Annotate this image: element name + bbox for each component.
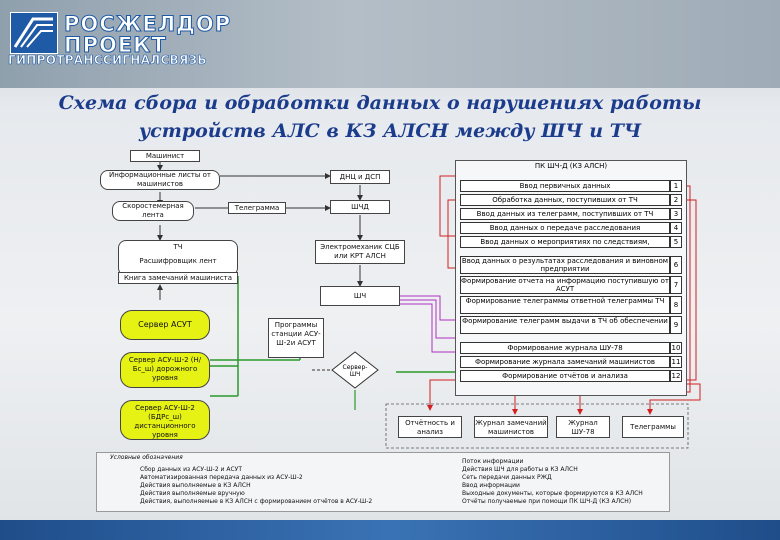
pk-row-number: 9 bbox=[670, 316, 682, 334]
pk-row-number: 6 bbox=[670, 256, 682, 274]
machinist-box: Машинист bbox=[130, 150, 200, 162]
telegrams-out-box: Телеграммы bbox=[622, 416, 684, 438]
dnc-box: ДНЦ и ДСП bbox=[330, 170, 390, 184]
pk-row-number: 5 bbox=[670, 236, 682, 248]
telegram-box: Телеграмма bbox=[228, 202, 286, 214]
pk-row-number: 8 bbox=[670, 296, 682, 314]
pk-row: Ввод данных из телеграмм, поступивших от… bbox=[460, 208, 670, 220]
legend-item: Ввод информации bbox=[462, 482, 520, 489]
legend-item: Поток информации bbox=[462, 458, 523, 465]
server-shch-label: Сервер-ШЧ bbox=[338, 364, 372, 378]
tch-label: ТЧ bbox=[119, 243, 237, 252]
legend-item: Действия ШЧ для работы в КЗ АЛСН bbox=[462, 466, 578, 473]
legend-item: Действия, выполняемые в КЗ АЛСН с формир… bbox=[140, 498, 372, 505]
pk-row-number: 12 bbox=[670, 370, 682, 382]
pk-row: Ввод первичных данных bbox=[460, 180, 670, 192]
footer-band bbox=[0, 520, 780, 540]
legend-item: Действия выполняемые в КЗ АЛСН bbox=[140, 482, 251, 489]
tch-box: ТЧ Расшифровщик лент bbox=[118, 240, 238, 276]
server-asush2-dist: Сервер АСУ-Ш-2 (БДРс_ш) дистанционного у… bbox=[120, 400, 210, 440]
report-box: Отчётность и анализ bbox=[398, 416, 462, 438]
pk-row: Формирование телеграмм выдачи в ТЧ об об… bbox=[460, 316, 670, 334]
pk-row: Ввод данных о передаче расследования bbox=[460, 222, 670, 234]
programs-box: Программы станции АСУ-Ш-2и АСУТ bbox=[268, 318, 324, 358]
legend-item: Отчёты получаемые при помощи ПК ШЧ-Д (КЗ… bbox=[462, 498, 631, 505]
pk-row: Формирование телеграммы ответной телегра… bbox=[460, 296, 670, 314]
legend-item: Автоматизированная передача данных из АС… bbox=[140, 474, 303, 481]
pk-row-number: 7 bbox=[670, 276, 682, 294]
info-sheets-box: Информационные листы от машинистов bbox=[100, 170, 220, 190]
journal-shu78-box: Журнал ШУ-78 bbox=[556, 416, 610, 438]
server-asush2-road: Сервер АСУ-Ш-2 (Н/Бс_ш) дорожного уровня bbox=[120, 352, 210, 388]
pk-row: Обработка данных, поступивших от ТЧ bbox=[460, 194, 670, 206]
pk-row: Ввод данных о результатах расследования … bbox=[460, 256, 670, 274]
legend-item: Сбор данных из АСУ-Ш-2 и АСУТ bbox=[140, 466, 242, 473]
pk-row-number: 2 bbox=[670, 194, 682, 206]
book-box: Книга замечаний машиниста bbox=[118, 272, 238, 284]
pk-row: Формирование отчета на информацию поступ… bbox=[460, 276, 670, 294]
legend-title: Условные обозначения bbox=[110, 454, 183, 461]
legend-item: Действия выполняемые вручную bbox=[140, 490, 245, 497]
electromech-box: Электромеханик СЦБ или КРТ АЛСН bbox=[315, 240, 405, 264]
server-asut: Сервер АСУТ bbox=[120, 310, 210, 340]
pk-row-number: 4 bbox=[670, 222, 682, 234]
pk-row-number: 1 bbox=[670, 180, 682, 192]
shchd-box: ШЧД bbox=[330, 200, 390, 214]
shch-box: ШЧ bbox=[320, 286, 400, 306]
decoder-label: Расшифровщик лент bbox=[119, 257, 237, 266]
speed-tape-box: Скоростемерная лента bbox=[112, 201, 194, 221]
server-shch-node: Сервер-ШЧ bbox=[330, 350, 380, 390]
pk-panel-header: ПК ШЧ-Д (КЗ АЛСН) bbox=[455, 162, 687, 170]
legend-item: Выходные документы, которые формируются … bbox=[462, 490, 643, 497]
pk-row-number: 10 bbox=[670, 342, 682, 354]
pk-row-number: 11 bbox=[670, 356, 682, 368]
pk-row-number: 3 bbox=[670, 208, 682, 220]
journal-machinists-box: Журнал замечаний машинистов bbox=[474, 416, 548, 438]
legend-item: Сеть передачи данных РЖД bbox=[462, 474, 552, 481]
pk-row: Формирование журнала ШУ-78 bbox=[460, 342, 670, 354]
pk-row: Формирование отчётов и анализа bbox=[460, 370, 670, 382]
pk-row: Ввод данных о мероприятиях по следствиям… bbox=[460, 236, 670, 248]
pk-row: Формирование журнала замечаний машинисто… bbox=[460, 356, 670, 368]
